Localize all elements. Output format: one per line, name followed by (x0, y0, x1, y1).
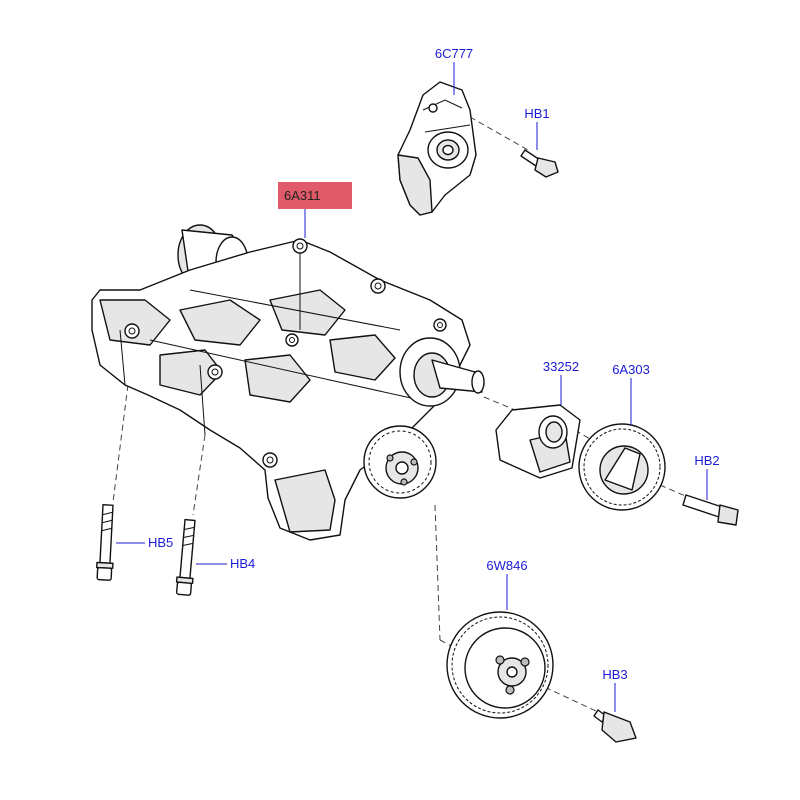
callout-6a303[interactable]: 6A303 (612, 362, 650, 425)
label-6a311: 6A311 (284, 188, 321, 203)
callout-6c777[interactable]: 6C777 (435, 46, 473, 95)
label-6a303: 6A303 (612, 362, 650, 377)
label-hb3: HB3 (602, 667, 627, 682)
bolt-hb3 (593, 709, 637, 743)
housing-6a311 (91, 224, 485, 541)
bolt-hb2 (682, 494, 739, 526)
highlight-box-6a311 (278, 182, 352, 209)
callout-hb2[interactable]: HB2 (694, 453, 720, 500)
callout-hb5[interactable]: HB5 (116, 535, 173, 550)
label-33252: 33252 (543, 359, 579, 374)
bolt-hb1 (520, 149, 559, 178)
label-6c777: 6C777 (435, 46, 473, 61)
label-hb5: HB5 (148, 535, 173, 550)
callout-33252[interactable]: 33252 (543, 359, 579, 405)
bolt-hb4 (174, 518, 199, 597)
bush-33252 (495, 404, 581, 479)
label-hb1: HB1 (524, 106, 549, 121)
label-6w846: 6W846 (486, 558, 527, 573)
callout-hb1[interactable]: HB1 (524, 106, 550, 150)
gear-6w846 (446, 611, 554, 719)
callout-hb4[interactable]: HB4 (196, 556, 255, 571)
callout-6w846[interactable]: 6W846 (486, 558, 528, 610)
callout-hb3[interactable]: HB3 (602, 667, 628, 712)
label-hb4: HB4 (230, 556, 255, 571)
sprocket-6a303 (578, 423, 666, 511)
label-hb2: HB2 (694, 453, 719, 468)
callout-6a311[interactable]: 6A311 (278, 182, 352, 238)
tensioner-6c777 (397, 81, 477, 216)
bolt-hb5 (95, 503, 117, 582)
